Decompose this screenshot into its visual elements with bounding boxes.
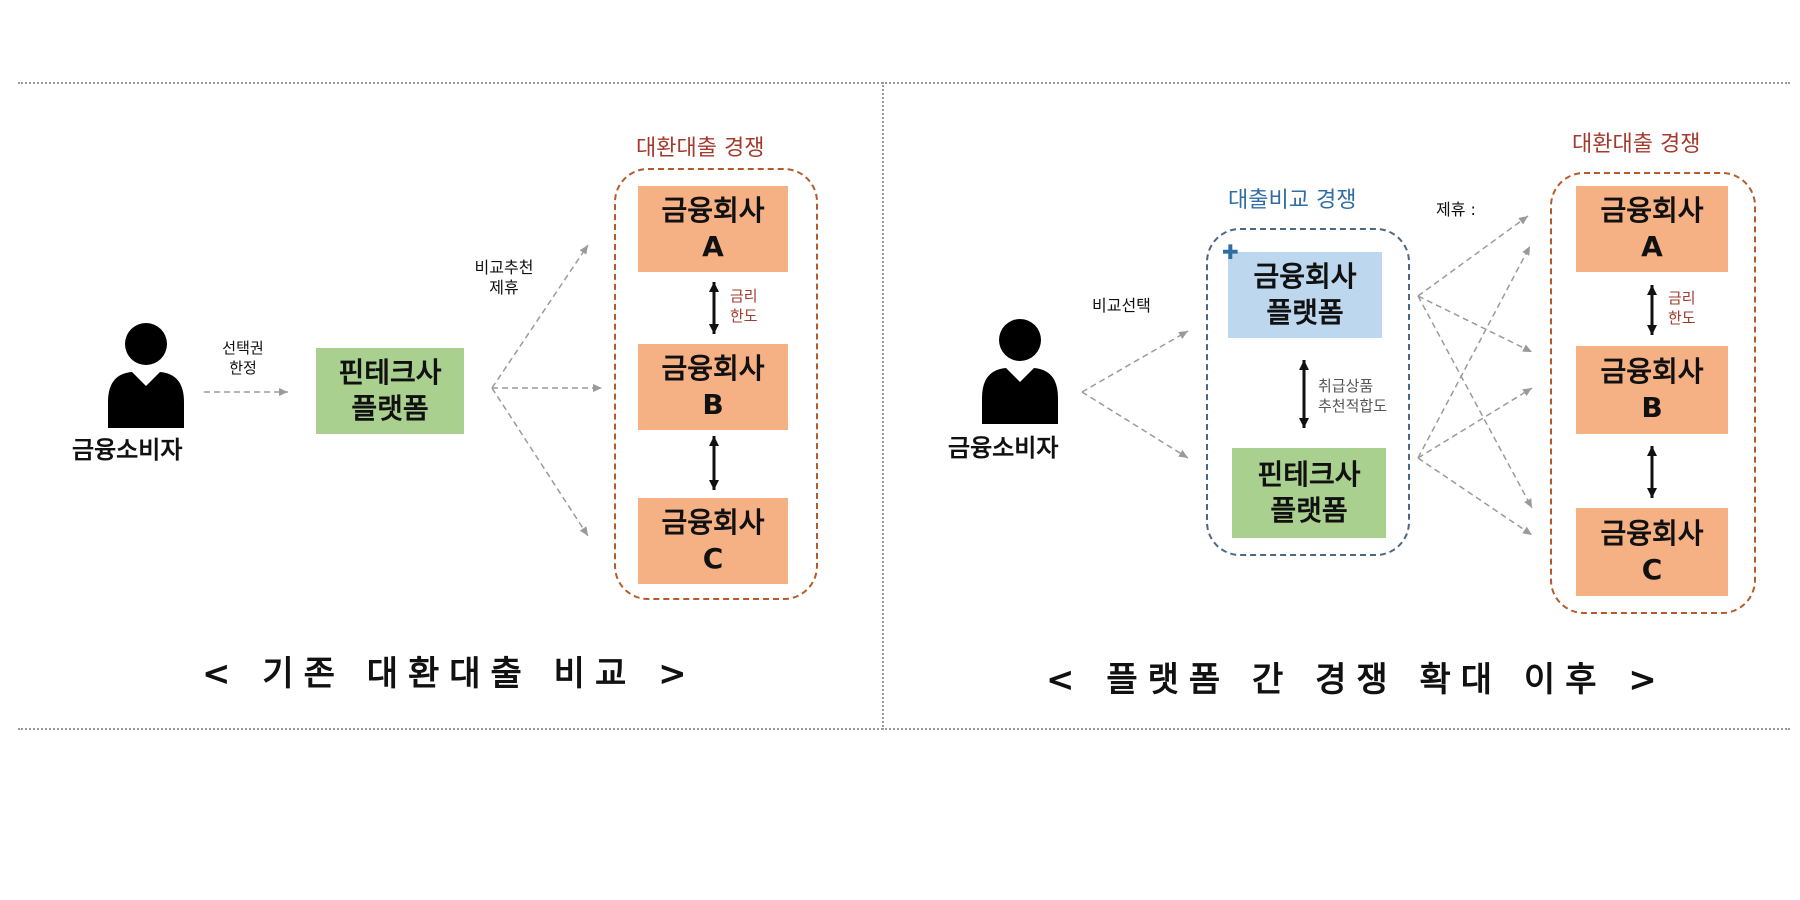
company-box-b: 금융회사 B [1576, 346, 1728, 434]
center-divider [882, 82, 884, 730]
company-box-a: 금융회사 A [1576, 186, 1728, 272]
company-a-line1: 금융회사 [661, 194, 765, 227]
rate-limit-label: 금리 한도 [730, 287, 758, 325]
person-icon [982, 319, 1058, 424]
product-fit-label: 취급상품 추천적합도 [1318, 377, 1388, 415]
competition-group [1550, 172, 1756, 614]
refinance-competition-label: 대환대출 경쟁 [636, 136, 765, 161]
company-c-line1: 금융회사 [661, 506, 765, 539]
company-b-line1: 금융회사 [661, 352, 765, 385]
financial-platform-line1: 금융회사 [1253, 260, 1357, 293]
company-box-b: 금융회사 B [638, 344, 788, 430]
left-fan-arrow-a [491, 244, 589, 389]
bottom-divider [18, 728, 1790, 730]
company-box-c: 금융회사 C [638, 498, 788, 584]
right-partner-arrows [1417, 215, 1533, 536]
right-consumer-arrow-down [1081, 391, 1189, 459]
rate-limit-label: 금리 한도 [1668, 289, 1696, 327]
top-divider [18, 82, 1790, 84]
fintech-platform-box: 핀테크사 플랫폼 [316, 348, 464, 434]
fintech-platform-line2: 플랫폼 [1270, 494, 1348, 527]
left-fan-arrow-c [491, 387, 589, 537]
person-icon [108, 323, 184, 428]
fintech-platform-line2: 플랫폼 [351, 392, 429, 425]
consumer-label: 금융소비자 [948, 434, 1059, 462]
right-caption: < 플랫폼 간 경쟁 확대 이후 > [1046, 660, 1667, 700]
choice-limited-label: 선택권 한정 [222, 339, 264, 377]
fintech-platform-line1: 핀테크사 [1257, 458, 1361, 491]
loan-comparison-competition-label: 대출비교 경쟁 [1228, 188, 1357, 213]
financial-platform-line2: 플랫폼 [1266, 296, 1344, 329]
company-c-line1: 금융회사 [1600, 517, 1704, 550]
consumer-label: 금융소비자 [72, 436, 183, 464]
financial-company-platform-box: 금융회사 플랫폼 [1228, 252, 1382, 338]
company-c-line2: C [702, 542, 724, 575]
compare-recommend-label: 비교추천 제휴 [474, 258, 534, 297]
right-consumer-arrow-up [1081, 330, 1189, 393]
refinance-competition-label: 대환대출 경쟁 [1572, 132, 1701, 157]
company-a-line2: A [1641, 230, 1663, 263]
company-a-line1: 금융회사 [1600, 194, 1704, 227]
partnership-label: 제휴 : [1436, 200, 1476, 219]
compare-select-label: 비교선택 [1092, 296, 1151, 315]
left-caption: < 기존 대환대출 비교 > [202, 654, 697, 694]
comparison-group [1206, 228, 1410, 556]
plus-icon: ✚ [1222, 240, 1239, 264]
company-box-a: 금융회사 A [638, 186, 788, 272]
fintech-platform-box: 핀테크사 플랫폼 [1232, 448, 1386, 538]
company-b-line2: B [1641, 391, 1663, 424]
company-c-line2: C [1641, 553, 1663, 586]
company-box-c: 금융회사 C [1576, 508, 1728, 596]
competition-group [614, 168, 818, 600]
company-a-line2: A [702, 230, 724, 263]
company-b-line1: 금융회사 [1600, 355, 1704, 388]
fintech-platform-line1: 핀테크사 [338, 356, 442, 389]
company-b-line2: B [702, 388, 724, 421]
